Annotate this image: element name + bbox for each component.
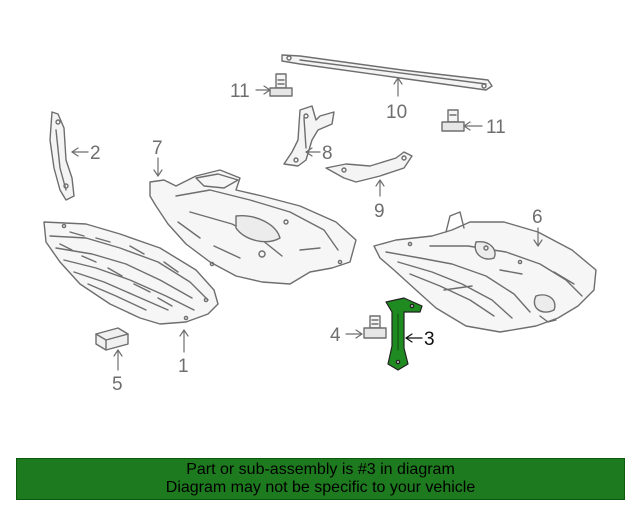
callout-7: 7 [152, 138, 163, 159]
callout-2: 2 [90, 143, 101, 164]
part-6-rear-panel [373, 211, 597, 333]
callout-6: 6 [532, 207, 543, 228]
part-7-center-shield [149, 169, 357, 285]
callout-9: 9 [374, 201, 385, 222]
part-8-bracket [283, 105, 335, 167]
callout-11-left: 11 [230, 81, 250, 102]
callout-10: 10 [386, 102, 407, 123]
part-11-bolt-right [441, 109, 465, 132]
callout-4: 4 [330, 325, 341, 346]
part-9-bracket [325, 151, 413, 183]
callout-11-right: 11 [486, 117, 506, 138]
callout-3: 3 [424, 329, 435, 350]
part-10-cross-brace [281, 54, 493, 91]
part-3-bracket-highlighted [385, 297, 423, 371]
part-11-bolt-left [269, 73, 293, 97]
callout-1: 1 [178, 356, 189, 377]
diagram-notice-banner: Part or sub-assembly is #3 in diagram Di… [16, 458, 625, 500]
banner-line-1: Part or sub-assembly is #3 in diagram [186, 461, 455, 478]
part-5-clip [95, 327, 129, 351]
banner-line-2: Diagram may not be specific to your vehi… [165, 479, 476, 496]
callout-8: 8 [322, 143, 333, 164]
leader-lines [71, 77, 543, 371]
part-1-front-cover [43, 221, 219, 325]
part-4-bolt [363, 315, 387, 339]
callout-5: 5 [112, 374, 123, 395]
part-2-bracket [49, 111, 75, 201]
